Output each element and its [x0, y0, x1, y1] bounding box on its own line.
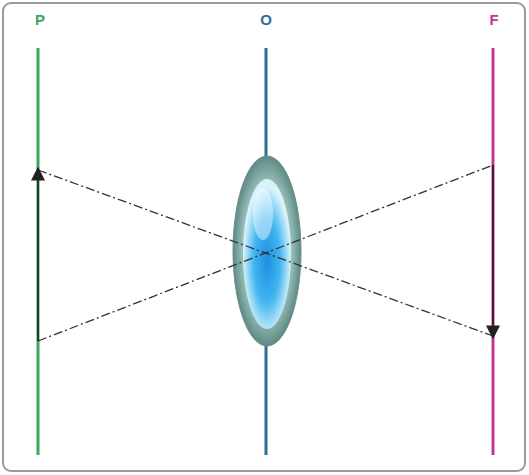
plane-label: F: [487, 12, 500, 27]
lens-outer: [233, 156, 301, 346]
plane-label: P: [33, 12, 47, 27]
frame: [3, 3, 525, 471]
image-arrow: [492, 165, 494, 338]
object-plane-line: [37, 48, 40, 455]
object-arrow: [37, 168, 39, 341]
ray-line: [38, 165, 493, 341]
image-plane-line: [492, 48, 495, 455]
plane-label: O: [258, 12, 274, 27]
lens-highlight: [253, 188, 273, 240]
